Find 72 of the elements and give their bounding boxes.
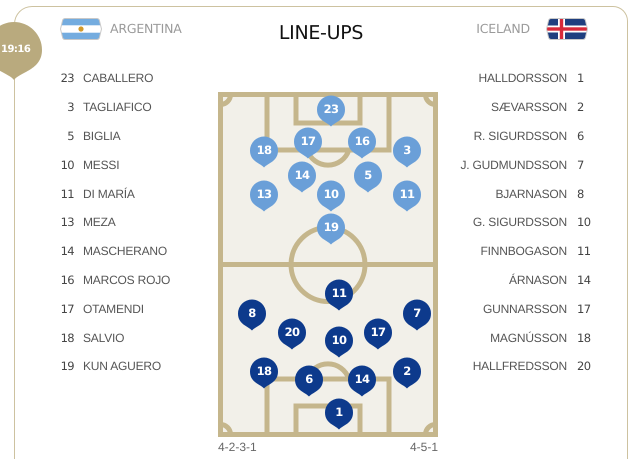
- player-marker: 19: [316, 213, 346, 245]
- player-marker: 5: [353, 161, 383, 193]
- player-name: GUNNARSSON: [482, 302, 567, 316]
- player-name: SALVIO: [83, 330, 124, 344]
- player-name: MASCHERANO: [83, 244, 168, 258]
- player-marker: 10: [324, 326, 354, 358]
- player-name: ÁRNASON: [509, 272, 567, 287]
- player-marker: 6: [294, 365, 324, 397]
- shirt-number: 18: [60, 330, 74, 344]
- player-marker: 16: [347, 127, 377, 159]
- player-marker: 3: [392, 136, 422, 168]
- player-marker: 17: [363, 318, 393, 350]
- player-marker: 17: [293, 127, 323, 159]
- player-name: TAGLIAFICO: [83, 100, 152, 114]
- player-name: BIGLIA: [83, 128, 120, 143]
- player-name: CABALLERO: [83, 71, 154, 86]
- formation-label: 4-2-3-1: [218, 440, 257, 454]
- shirt-number: 10: [577, 215, 590, 230]
- player-marker: 11: [392, 180, 422, 212]
- player-name: HALLFREDSSON: [472, 359, 567, 374]
- player-marker: 7: [402, 299, 432, 331]
- player-marker: 8: [237, 299, 267, 331]
- shirt-number: 8: [577, 186, 584, 200]
- player-name: MARCOS ROJO: [83, 272, 170, 287]
- team-name: ARGENTINA: [110, 21, 182, 36]
- player-name: BJARNASON: [495, 186, 567, 200]
- shirt-number: 23: [60, 71, 74, 86]
- shirt-number: 2: [577, 100, 584, 114]
- player-marker: 1: [324, 398, 354, 430]
- shirt-number: 13: [60, 215, 74, 230]
- shirt-number: 14: [60, 244, 74, 258]
- shirt-number: 11: [60, 186, 74, 200]
- player-marker: 14: [347, 365, 377, 397]
- time-badge: 19:16: [0, 20, 44, 80]
- player-marker: 20: [277, 318, 307, 350]
- player-marker: 13: [249, 180, 279, 212]
- shirt-number: 7: [577, 158, 584, 172]
- player-name: SÆVARSSON: [491, 100, 567, 114]
- player-name: HALLDORSSON: [478, 71, 567, 86]
- shirt-number: 16: [60, 272, 74, 287]
- shirt-number: 20: [577, 359, 590, 374]
- title: LINE-UPS: [278, 22, 364, 44]
- shirt-number: 18: [577, 330, 590, 344]
- player-marker: 2: [392, 357, 422, 389]
- shirt-number: 10: [60, 158, 74, 172]
- player-name: J. GUDMUNDSSON: [460, 158, 567, 172]
- player-name: MEZA: [83, 215, 116, 230]
- player-name: MAGNÚSSON: [490, 330, 567, 344]
- player-marker: 18: [249, 136, 279, 168]
- player-name: R. SIGURDSSON: [474, 128, 567, 143]
- player-marker: 14: [287, 161, 317, 193]
- player-name: KUN AGUERO: [83, 359, 162, 374]
- team-name: ICELAND: [476, 21, 530, 36]
- shirt-number: 17: [60, 302, 74, 316]
- player-name: MESSI: [83, 158, 120, 172]
- player-name: FINNBOGASON: [480, 244, 567, 258]
- shirt-number: 5: [67, 128, 74, 143]
- shirt-number: 1: [577, 71, 584, 86]
- shirt-number: 19: [60, 359, 74, 374]
- formation-label: 4-5-1: [410, 440, 438, 454]
- shirt-number: 3: [67, 100, 74, 114]
- player-name: OTAMENDI: [83, 302, 144, 316]
- player-marker: 10: [316, 180, 346, 212]
- shirt-number: 17: [577, 302, 590, 316]
- shirt-number: 14: [577, 272, 590, 287]
- player-marker: 18: [249, 357, 279, 389]
- shirt-number: 11: [577, 244, 590, 258]
- player-marker: 11: [324, 279, 354, 311]
- player-name: DI MARÍA: [83, 186, 135, 200]
- player-marker: 23: [316, 95, 346, 127]
- player-name: G. SIGURDSSON: [472, 215, 567, 230]
- shirt-number: 6: [577, 128, 584, 143]
